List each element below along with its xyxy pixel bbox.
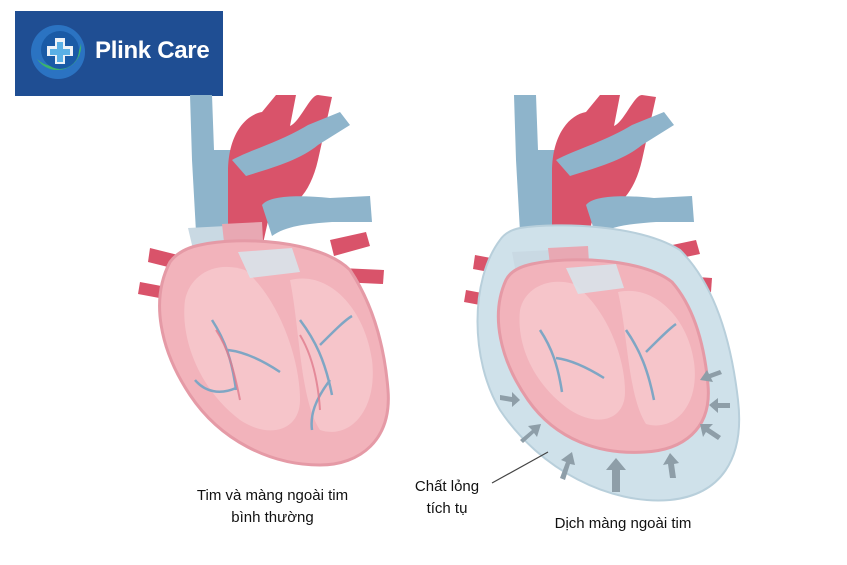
normal-heart-caption: Tim và màng ngoài tim bình thường [170,485,375,529]
fluid-caption-line2: tích tụ [426,500,468,517]
fluid-caption-line1: Chất lỏng [414,478,480,495]
normal-heart-caption-line1: Tim và màng ngoài tim [196,487,349,504]
normal-heart-caption-line2: bình thường [231,509,314,526]
effusion-caption: Dịch màng ngoài tim [554,515,692,532]
logo-text: Plink Care [95,37,210,64]
normal-heart-illustration [138,95,390,467]
fluid-caption: Chất lỏng tích tụ [392,476,502,520]
plink-care-logo: Plink Care [15,11,223,96]
effusion-heart-illustration [464,95,741,502]
medical-cross-icon [31,25,85,79]
fluid-leader-line [491,451,549,484]
